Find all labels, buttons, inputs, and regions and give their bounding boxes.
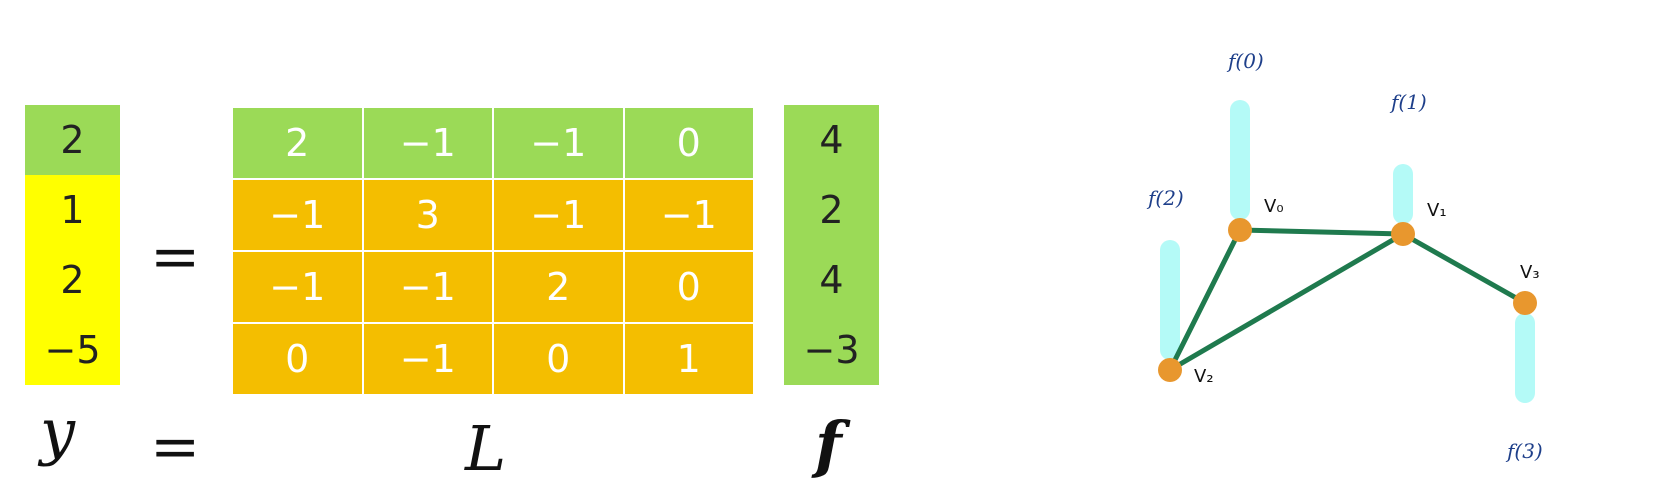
label-y: y: [40, 395, 76, 468]
equals-sign-bottom: =: [150, 412, 201, 482]
matrix-cell-r3-c2: 0: [494, 324, 623, 394]
f-vector-entry-3: −3: [784, 315, 879, 385]
matrix-cell-r3-c3: 1: [624, 324, 753, 394]
y-vector-entry-0: 2: [25, 105, 120, 175]
matrix-cell-r0-c3: 0: [624, 108, 753, 178]
matrix-cell-r2-c0: −1: [233, 252, 362, 322]
matrix-cell-r2-c1: −1: [363, 252, 492, 322]
matrix-cell-r1-c0: −1: [233, 180, 362, 250]
node-label-2: V₂: [1194, 366, 1214, 387]
graph-edge-3: [1400, 231, 1528, 306]
node-label-3: V₃: [1520, 262, 1540, 283]
matrix-cell-r0-c1: −1: [363, 108, 492, 178]
matrix-cell-r1-c2: −1: [494, 180, 623, 250]
matrix-cell-r2-c2: 2: [494, 252, 623, 322]
graph-node-1: [1391, 222, 1415, 246]
f-label-1: f(1): [1389, 90, 1427, 114]
node-label-0: V₀: [1264, 196, 1284, 217]
matrix-cell-r0-c0: 2: [233, 108, 362, 178]
y-vector-entry-1: 1: [25, 175, 120, 245]
f-label-0: f(0): [1226, 49, 1264, 73]
f-bar-0: [1230, 100, 1250, 220]
f-vector-entry-1: 2: [784, 175, 879, 245]
f-vector-entry-2: 4: [784, 245, 879, 315]
matrix-cell-r3-c0: 0: [233, 324, 362, 394]
graph-node-0: [1228, 218, 1252, 242]
matrix-cell-r1-c1: 3: [363, 180, 492, 250]
matrix-cell-r1-c3: −1: [624, 180, 753, 250]
f-vector-entry-0: 4: [784, 105, 879, 175]
matrix-cell-r3-c1: −1: [363, 324, 492, 394]
f-label-3: f(3): [1505, 439, 1543, 463]
graph-node-2: [1158, 358, 1182, 382]
node-label-1: V₁: [1427, 200, 1447, 221]
matrix-cell-r2-c3: 0: [624, 252, 753, 322]
graph-edge-1: [1167, 227, 1243, 373]
graph-edge-2: [1167, 231, 1406, 373]
y-vector-entry-2: 2: [25, 245, 120, 315]
f-bar-2: [1160, 240, 1180, 360]
graph-node-3: [1513, 291, 1537, 315]
label-L: L: [465, 412, 507, 485]
f-label-2: f(2): [1146, 186, 1184, 210]
f-bar-1: [1393, 164, 1413, 224]
graph-diagram: V₀ f(0) V₁ f(1) V₂ f(2) V₃ f(3): [1146, 49, 1543, 463]
f-bar-3: [1515, 313, 1535, 403]
y-vector-entry-3: −5: [25, 315, 120, 385]
matrix-cell-r0-c2: −1: [494, 108, 623, 178]
equals-sign-top: =: [150, 222, 201, 292]
label-f: f: [815, 408, 842, 481]
graph-edge-0: [1237, 227, 1406, 237]
